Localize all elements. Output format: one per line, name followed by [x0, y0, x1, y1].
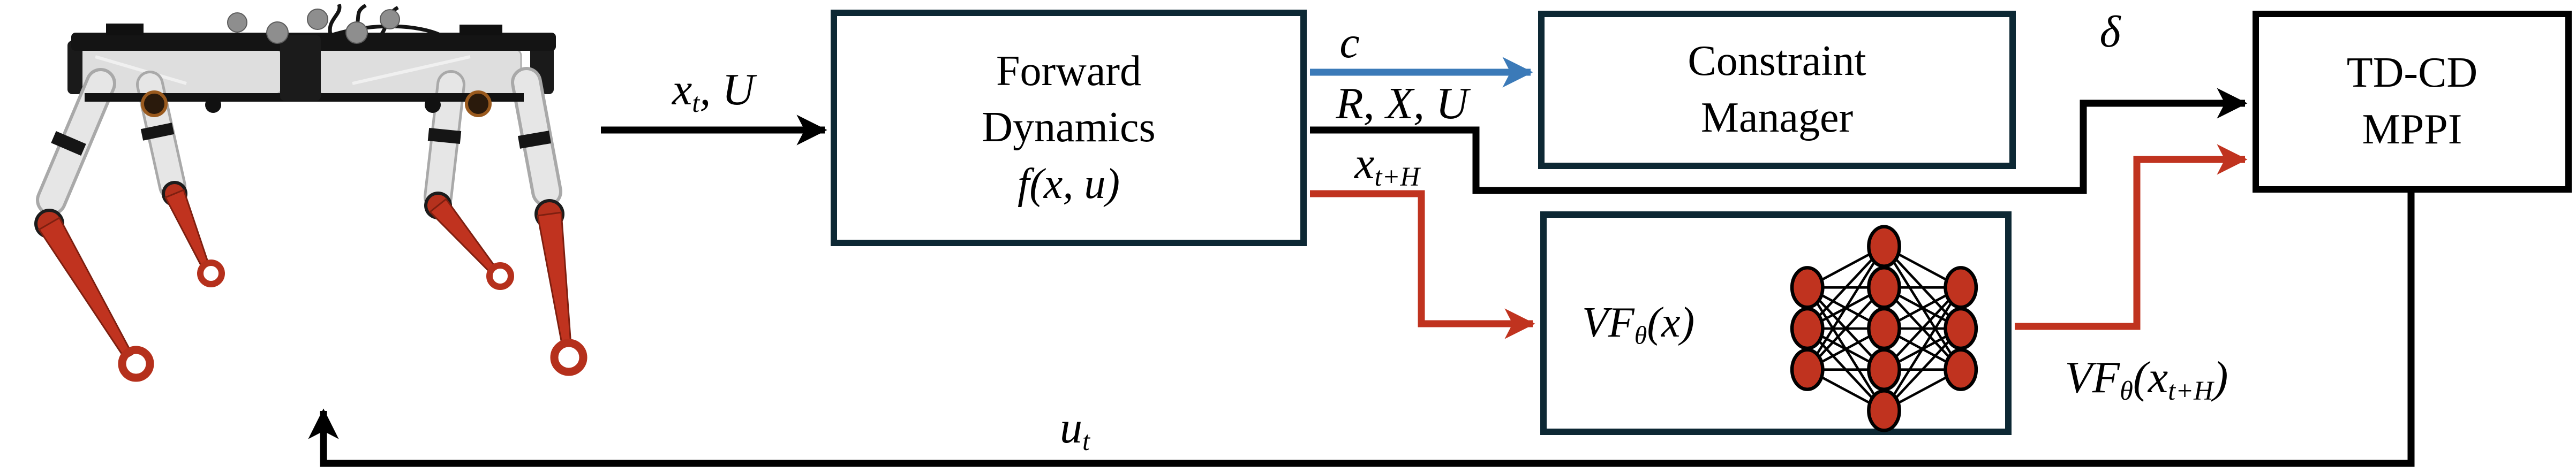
- label-state-input-sub: t: [692, 88, 700, 118]
- robot-hip-motor: [465, 90, 492, 117]
- forward-dynamics-title-line1: Forward: [996, 47, 1142, 95]
- robot-mocap-markers: [227, 9, 400, 44]
- robot-foot-ring: [118, 346, 154, 382]
- label-horizon-state-base: x: [1354, 139, 1375, 188]
- label-value-output-end: ): [2213, 353, 2228, 402]
- arrow-rollout-rxu: [1310, 88, 2248, 194]
- robot-foot-ring: [550, 339, 587, 376]
- arrow-value-output: [2015, 144, 2248, 330]
- arrow-horizon-state: [1310, 190, 1535, 339]
- arrow-control-feedback: [308, 192, 2415, 467]
- forward-dynamics-equation: f(x, u): [1017, 160, 1120, 208]
- vf-arg: (x): [1647, 299, 1695, 347]
- label-state-input: xt, U: [672, 65, 755, 117]
- vf-sub-theta: θ: [1634, 321, 1647, 350]
- vf-base: VF: [1582, 299, 1635, 347]
- label-state-input-rest: , U: [699, 65, 755, 115]
- td-cd-mppi-box: TD-CD MPPI: [2253, 11, 2572, 193]
- value-function-equation: VFθ(x): [1582, 295, 1694, 352]
- robot-foot-ring: [197, 260, 225, 287]
- label-value-output-base: VF: [2065, 353, 2120, 402]
- label-value-output-mid: (x: [2133, 353, 2168, 402]
- constraint-manager-box: Constraint Manager: [1538, 11, 2016, 169]
- td-cd-mppi-title-line2: MPPI: [2362, 106, 2462, 153]
- robot-leg-front-left: [34, 68, 154, 382]
- forward-dynamics-title-line2: Dynamics: [982, 104, 1156, 151]
- td-cd-mppi-title-line1: TD-CD: [2346, 49, 2478, 97]
- label-value-output: VFθ(xt+H): [2065, 353, 2228, 405]
- label-value-output-sub-theta: θ: [2120, 376, 2133, 406]
- forward-dynamics-box: Forward Dynamics f(x, u): [831, 10, 1307, 246]
- label-control-ut: ut: [1059, 403, 1090, 455]
- robot-center-module: [280, 35, 321, 101]
- label-control-base: u: [1059, 403, 1082, 453]
- constraint-manager-title-line1: Constraint: [1688, 37, 1866, 85]
- robot-leg-rear-right: [511, 67, 587, 376]
- label-delta: δ: [2099, 7, 2121, 57]
- robot-foot-ring: [486, 262, 514, 290]
- value-function-box: VFθ(x): [1540, 211, 2012, 435]
- label-control-sub: t: [1082, 426, 1090, 456]
- robot-image: [34, 3, 587, 382]
- constraint-manager-title-line2: Manager: [1700, 94, 1854, 141]
- neural-network-icon: [1790, 225, 1978, 432]
- label-horizon-state: xt+H: [1354, 139, 1420, 190]
- label-rollout-rxu: R, X, U: [1336, 79, 1468, 128]
- robot-leg-rear-inner: [424, 70, 514, 290]
- robot-quadruped: [34, 3, 587, 382]
- robot-hip-motor: [141, 90, 168, 117]
- label-state-input-base: x: [672, 65, 692, 115]
- label-value-output-sub2: t+H: [2168, 376, 2213, 406]
- label-horizon-state-sub: t+H: [1374, 162, 1420, 192]
- label-constraints-c: c: [1339, 18, 1360, 67]
